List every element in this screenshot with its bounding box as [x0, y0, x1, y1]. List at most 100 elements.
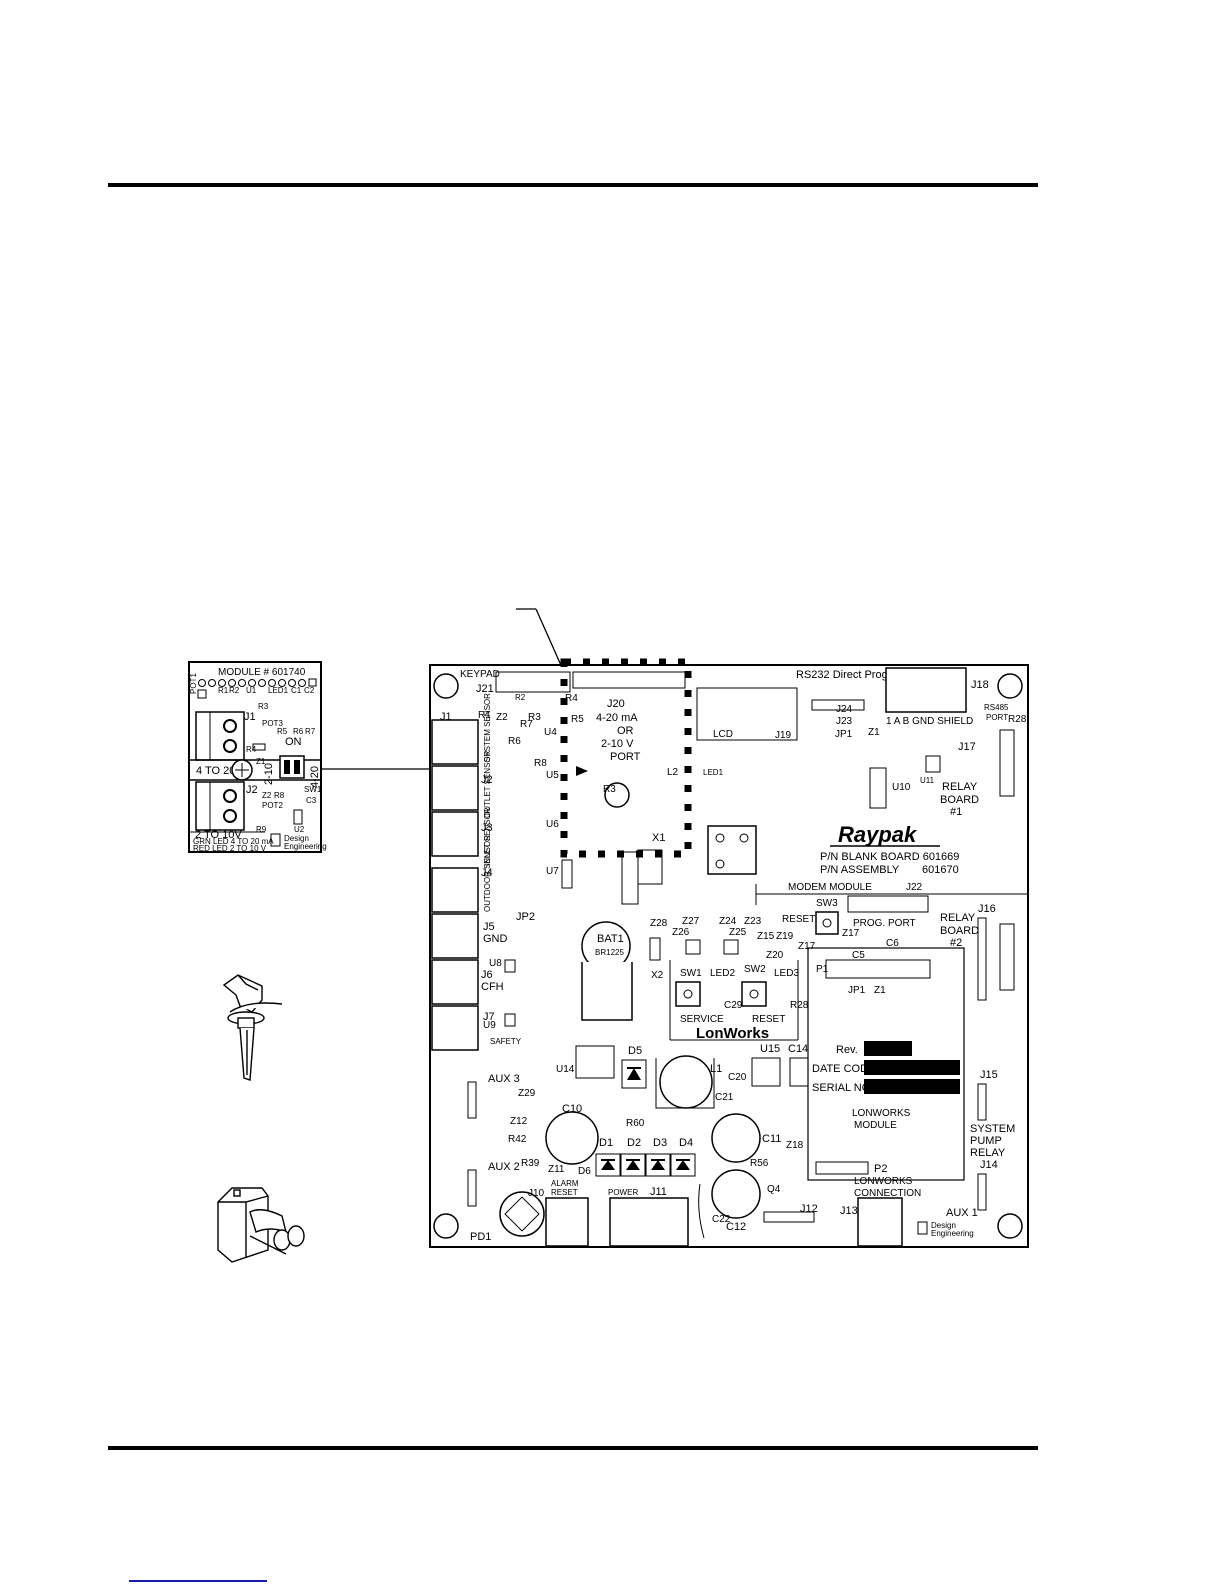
x2-label: X2	[651, 970, 664, 981]
rs485-pins: 1 A B GND SHIELD	[886, 716, 973, 727]
module-r6: R6	[293, 727, 304, 736]
ref-c15: Z28	[650, 918, 668, 929]
sensor-outlet: OUTLET SENSOR	[483, 750, 492, 818]
port-standoff-hole	[604, 782, 630, 808]
rs485-label: RS485	[984, 703, 1009, 712]
module-z1: Z1	[256, 757, 266, 766]
ref-r2: R2	[515, 693, 526, 702]
lon-reset-button[interactable]	[741, 981, 767, 1007]
d3-label: D3	[653, 1137, 667, 1149]
u15-label: U15	[760, 1043, 780, 1055]
ref-r5: R5	[571, 714, 584, 725]
led3-label: LED3	[774, 968, 799, 979]
j23-label: J23	[836, 716, 853, 727]
module-ref-c1: C1	[291, 686, 302, 695]
capacitor-c12	[711, 1169, 761, 1219]
inductor-l1	[659, 1055, 713, 1109]
capacitor-c11	[711, 1113, 761, 1163]
ref-r48: Z17	[798, 941, 816, 952]
ref-r65: R28	[790, 1000, 809, 1011]
lonworks-connection-title: LONWORKS	[854, 1176, 913, 1187]
board-logo-line1: Design	[931, 1221, 956, 1230]
power-label: POWER	[608, 1188, 638, 1197]
j16-label: J16	[978, 903, 996, 915]
module-j1-label: J1	[244, 711, 256, 723]
keypad-label: KEYPAD	[460, 669, 500, 680]
jack-j7-label: J7	[483, 1011, 495, 1023]
rev-label: Rev.	[836, 1044, 858, 1056]
jack-j4-label: J4	[481, 867, 493, 879]
module-dotted-outline	[560, 658, 692, 858]
module-pot3: POT3	[262, 719, 283, 728]
ref-z8: Z12	[510, 1116, 528, 1127]
module-u2: U2	[294, 825, 305, 834]
j20-connector	[572, 671, 686, 689]
ref-z18: Z1	[868, 727, 880, 738]
pn-blank-board: P/N BLANK BOARD 601669	[820, 851, 959, 863]
date-code-block	[864, 1060, 960, 1075]
service-button[interactable]	[675, 981, 701, 1007]
ref-u4: U4	[544, 727, 557, 738]
j21-label: J21	[476, 683, 494, 695]
ref-r3: R3	[528, 712, 541, 723]
ref-r35: Z29	[518, 1088, 536, 1099]
jp2-label: JP2	[516, 911, 535, 923]
diode-row	[595, 1153, 696, 1177]
relay-component	[707, 825, 757, 875]
j19-label: J19	[775, 730, 792, 741]
alarm-reset-label: RESET	[551, 1188, 578, 1197]
module-r9: R9	[256, 825, 267, 834]
sw1-label: SW1	[680, 968, 702, 979]
ref-r66: C6	[886, 938, 899, 949]
module-pin-row	[198, 678, 317, 687]
module-j1-terminal	[195, 711, 245, 761]
ref-c27: D6	[578, 1166, 591, 1177]
module-dip-switch[interactable]	[279, 755, 305, 779]
j15-label: J15	[980, 1069, 998, 1081]
d4-label: D4	[679, 1137, 693, 1149]
service-label: SERVICE	[680, 1014, 724, 1025]
jack-j2-label: J2	[481, 774, 493, 786]
ref-r7: R7	[520, 719, 533, 730]
prog-port-connector	[847, 895, 929, 913]
ref-c16: Z27	[682, 916, 700, 927]
j22-label: J22	[906, 882, 923, 893]
lcd-connector	[696, 687, 798, 741]
j21-connector	[495, 671, 571, 693]
j24-label: J24	[836, 704, 853, 715]
d5-label: D5	[628, 1045, 642, 1057]
reset-button-sw3[interactable]	[815, 911, 839, 935]
j18-label: J18	[971, 679, 989, 691]
ref-z21: R60	[626, 1118, 645, 1129]
footer-link-underline[interactable]	[129, 1580, 267, 1582]
system-pump-line3: RELAY	[970, 1147, 1006, 1159]
module-logo-mark	[270, 833, 281, 847]
lcd-label: LCD	[713, 729, 733, 740]
jack-j3-label: J3	[481, 822, 493, 834]
ref-r8: R8	[534, 758, 547, 769]
ref-r67: C5	[852, 950, 865, 961]
module-pot2: POT2	[262, 801, 283, 810]
ref-u9: U9	[483, 1020, 496, 1031]
alarm-label: ALARM	[551, 1179, 579, 1188]
rev-value-block	[864, 1041, 912, 1056]
module-r5: R5	[277, 727, 288, 736]
sensor-system: SYSTEM SENSOR	[483, 693, 492, 762]
terminal-plug-illustration	[217, 1187, 305, 1263]
module-sw1: SW1	[304, 785, 322, 794]
prog-port-label: PROG. PORT	[853, 918, 916, 929]
ref-r46: Z20	[766, 950, 784, 961]
standoff-clip-illustration	[222, 974, 283, 1081]
lonworks-title: LonWorks	[696, 1025, 769, 1042]
module-logo-line2: Engineering	[284, 842, 327, 851]
module-r7: R7	[305, 727, 316, 736]
module-z2: Z2	[262, 791, 272, 800]
module-r8: R8	[274, 791, 285, 800]
relay2-number: #2	[950, 937, 962, 949]
safety-label: SAFETY	[490, 1037, 522, 1046]
ref-u7: U7	[546, 866, 559, 877]
ref-r38: Z18	[786, 1140, 804, 1151]
ref-r4: R4	[565, 693, 578, 704]
cfh-label: CFH	[481, 981, 504, 993]
